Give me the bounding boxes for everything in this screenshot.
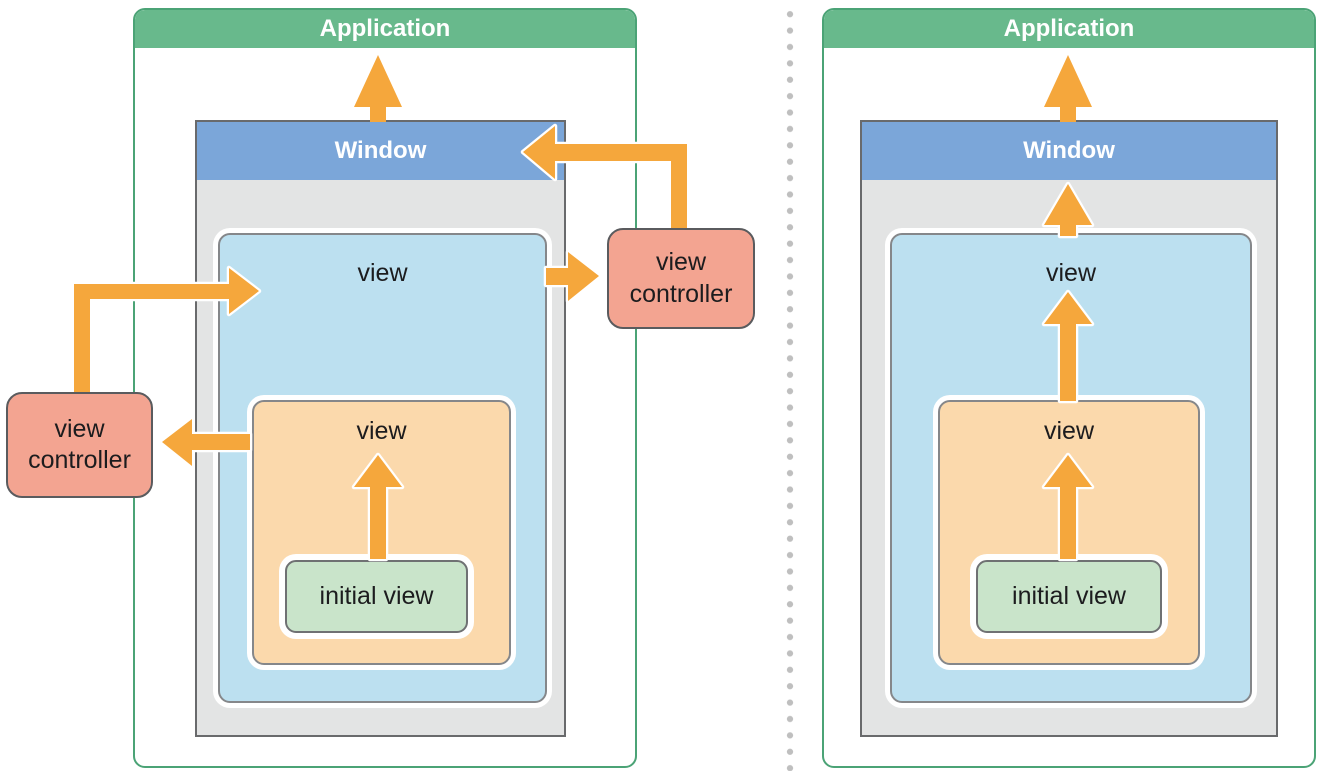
- left-initial-view: initial view: [285, 560, 468, 633]
- right-initial-view: initial view: [976, 560, 1162, 633]
- subview-label: view: [356, 417, 407, 445]
- root-view-label: view: [1045, 259, 1096, 287]
- initial-view-label: initial view: [319, 582, 434, 610]
- subview-label: view: [1043, 417, 1094, 445]
- right-view-controller: view controller: [607, 228, 755, 329]
- left-view-controller: view controller: [6, 392, 153, 498]
- window-header: Window: [862, 122, 1276, 180]
- initial-view-label: initial view: [1012, 582, 1126, 610]
- application-header: Application: [135, 10, 635, 48]
- view-controller-label: view controller: [28, 414, 131, 474]
- application-header: Application: [824, 10, 1314, 48]
- root-view-label: view: [357, 259, 408, 287]
- view-controller-label: view controller: [629, 248, 733, 308]
- window-header: Window: [197, 122, 564, 180]
- dotted-separator: [786, 2, 794, 771]
